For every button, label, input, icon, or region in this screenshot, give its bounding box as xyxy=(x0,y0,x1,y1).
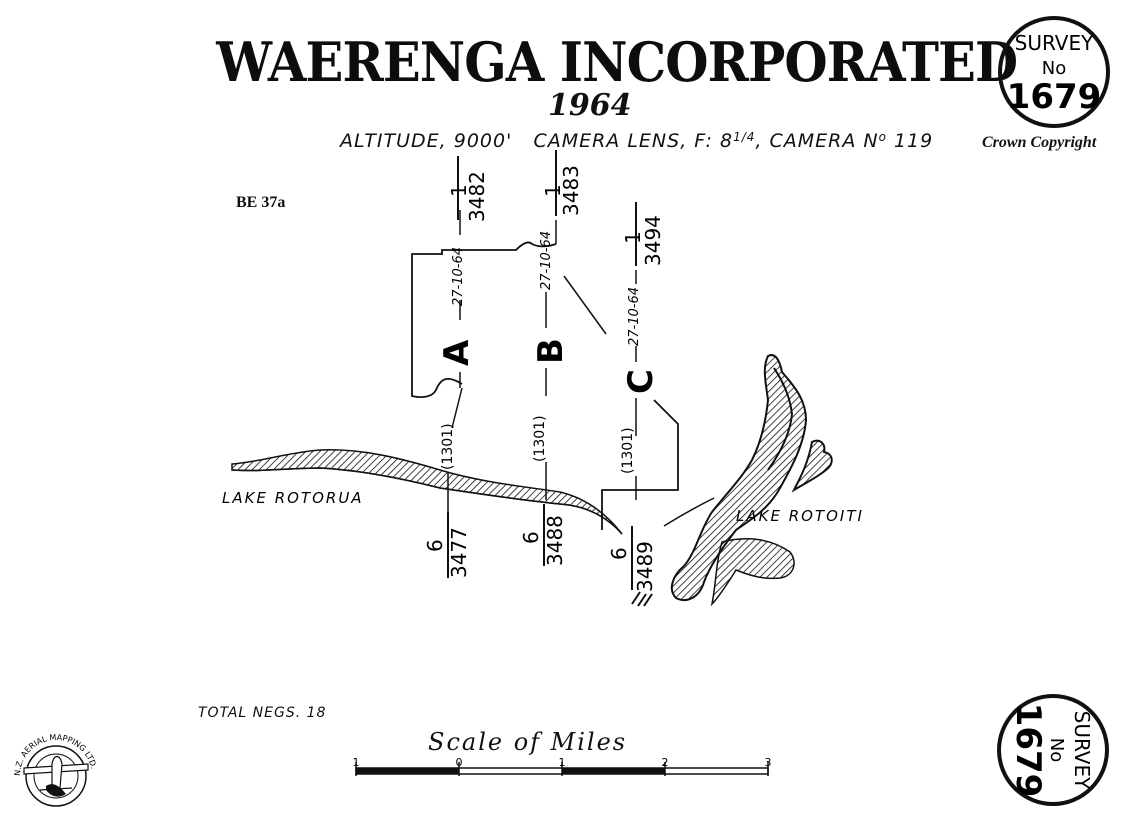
map-title: WAERENGA INCORPORATED xyxy=(216,30,1018,94)
camera-number: 119 xyxy=(893,130,934,152)
camera-metadata: ALTITUDE, 9000' CAMERA LENS, F: 81/4, CA… xyxy=(340,130,933,152)
run-c-top-num: 1 xyxy=(621,231,645,244)
survey-stamp-bottom: SURVEY No 1679 xyxy=(997,694,1109,806)
run-a-top-den: 3482 xyxy=(465,171,489,222)
run-a-code: (1301) xyxy=(440,423,456,470)
run-b-bottom-num: 6 xyxy=(519,531,543,544)
lake-rotoiti-peninsula xyxy=(670,354,808,601)
lake-rotoiti-arm xyxy=(791,439,833,493)
scale-tick-1: 0 xyxy=(456,756,463,769)
scale-bar: 1 0 1 2 3 xyxy=(353,756,772,776)
run-c-bottom-num: 6 xyxy=(607,547,631,560)
lake-rotorua-label: LAKE ROTORUA xyxy=(222,489,364,507)
scale-tick-0: 1 xyxy=(353,756,360,769)
run-c-top-den: 3494 xyxy=(641,215,665,266)
scale-tick-2: 1 xyxy=(559,756,566,769)
camera-no-sup: o xyxy=(878,130,887,144)
lake-rotoiti-inner xyxy=(767,367,794,471)
run-a-bottom-num: 6 xyxy=(423,539,447,552)
stamp-top-line2: No xyxy=(1042,58,1066,79)
run-c-code: (1301) xyxy=(620,427,636,474)
camera-label: , CAMERA N xyxy=(755,130,879,152)
scale-tick-4: 3 xyxy=(765,756,772,769)
run-c-letter: C xyxy=(621,369,661,394)
run-b-code: (1301) xyxy=(532,415,548,462)
run-b: 1 3483 27-10-64 B (1301) 6 3488 xyxy=(519,150,583,566)
survey-boundary xyxy=(411,241,557,398)
lens-label: CAMERA LENS, F: 8 xyxy=(533,130,734,152)
run-c-bottom-den: 3489 xyxy=(633,541,657,592)
total-negatives: TOTAL NEGS. 18 xyxy=(198,705,327,721)
stamp-top-line1: SURVEY xyxy=(1015,31,1094,55)
run-b-top-num: 1 xyxy=(541,184,565,197)
run-a-bottom-den: 3477 xyxy=(447,527,471,578)
lens-fraction: 1/4 xyxy=(733,130,756,144)
boundary-line-c xyxy=(601,399,679,530)
scale-of-miles-title: Scale of Miles xyxy=(428,728,628,756)
run-b-top-den: 3483 xyxy=(559,165,583,216)
lake-rotorua-edge xyxy=(231,467,623,535)
run-a: 1 3482 27-10-64 A (1301) 6 3477 xyxy=(423,156,489,578)
shore-hatch-small xyxy=(631,591,653,607)
survey-stamp-top: SURVEY No 1679 xyxy=(998,16,1110,128)
stamp-top-line3: 1679 xyxy=(1007,77,1102,117)
boundary-line-b-diag xyxy=(563,275,607,335)
scale-tick-3: 2 xyxy=(662,756,669,769)
lake-rotoiti-label: LAKE ROTOITI xyxy=(736,507,864,525)
rotoiti-connector xyxy=(663,497,715,527)
run-b-letter: B xyxy=(531,338,571,364)
boundary-line-a xyxy=(451,387,463,429)
stamp-bottom-line3: 1679 xyxy=(1008,703,1048,798)
stamp-bottom-line1: SURVEY xyxy=(1070,711,1094,790)
run-c-date: 27-10-64 xyxy=(627,287,642,346)
run-a-date: 27-10-64 xyxy=(451,247,466,306)
lake-rotoiti-south xyxy=(710,538,795,607)
reference-code: BE 37a xyxy=(236,194,286,211)
nz-aerial-mapping-logo: N.Z. AERIAL MAPPING LTD. xyxy=(13,733,98,807)
stamp-bottom-line2: No xyxy=(1046,738,1067,762)
run-c: 1 3494 27-10-64 C (1301) 6 3489 xyxy=(607,202,665,592)
survey-year: 1964 xyxy=(548,88,632,123)
run-a-letter: A xyxy=(437,339,477,366)
run-b-bottom-den: 3488 xyxy=(543,515,567,566)
run-b-date: 27-10-64 xyxy=(539,231,554,290)
crown-copyright: Crown Copyright xyxy=(982,134,1097,151)
altitude-label: ALTITUDE, 9000' xyxy=(340,130,513,152)
